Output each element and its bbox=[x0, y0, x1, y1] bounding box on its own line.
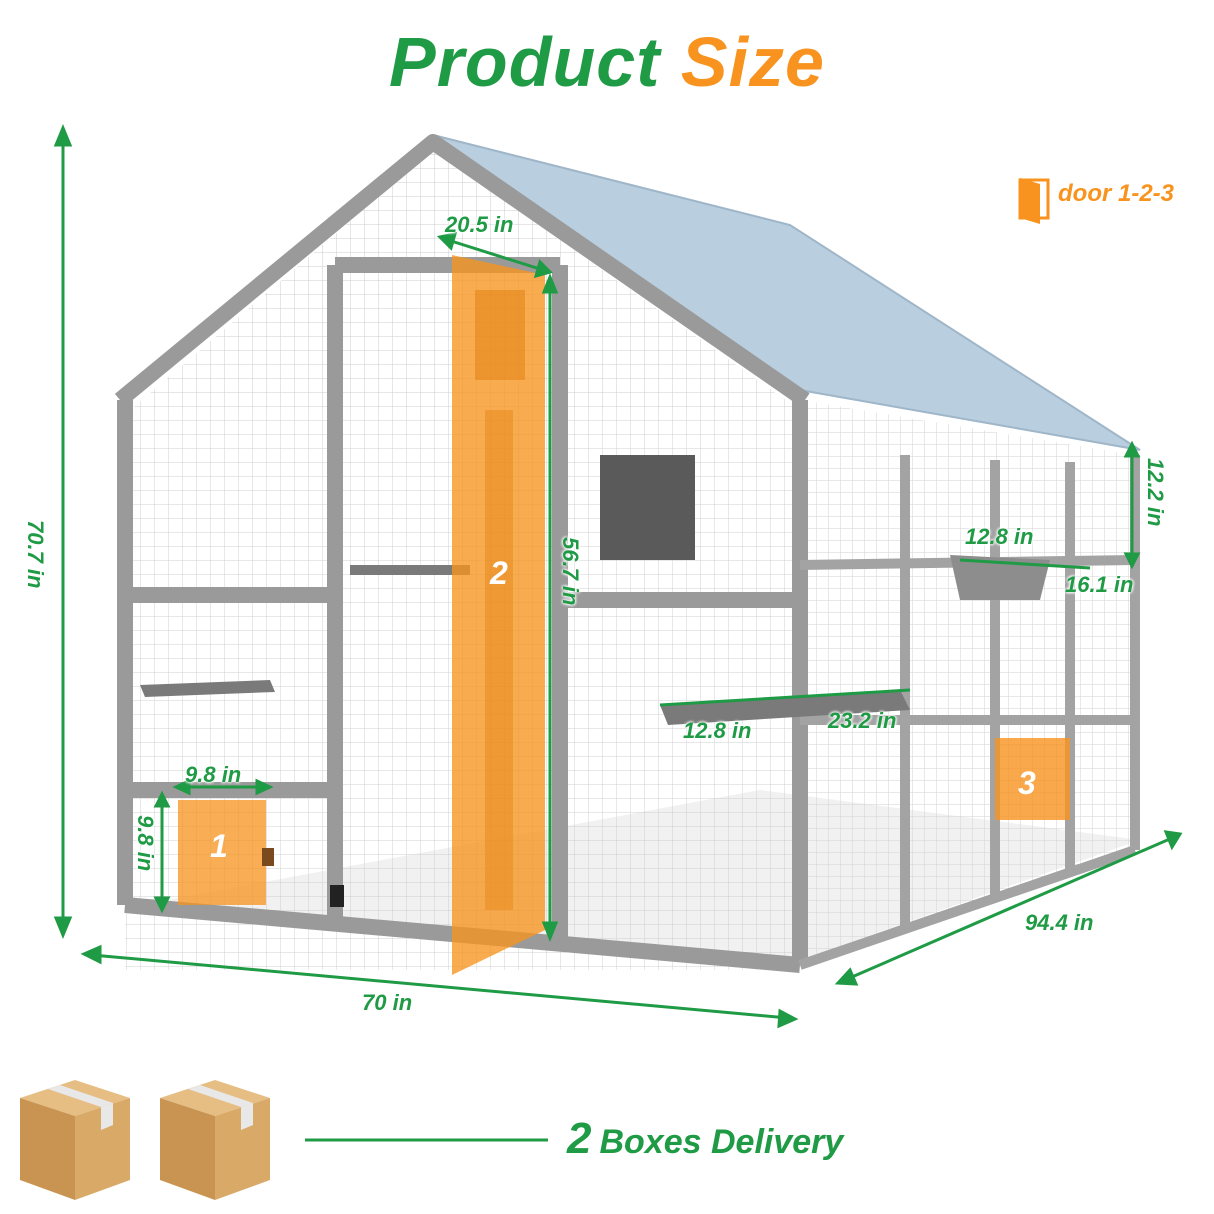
dim-platform-depth: 23.2 in bbox=[828, 708, 897, 733]
door-1 bbox=[178, 800, 266, 905]
door-legend-label: door 1-2-3 bbox=[1058, 180, 1175, 207]
dim-shelf-top-width: 12.8 in bbox=[965, 524, 1034, 549]
door-2-bar bbox=[485, 410, 513, 910]
delivery-count: 2 bbox=[567, 1114, 592, 1163]
dim-height-total: 70.7 in bbox=[23, 520, 48, 589]
side-wall-mesh bbox=[800, 400, 1135, 965]
door-2-pattern bbox=[475, 290, 525, 380]
door-icon bbox=[1018, 178, 1050, 224]
door-2 bbox=[452, 255, 545, 975]
dim-platform-width: 12.8 in bbox=[683, 718, 752, 743]
front-frame bbox=[114, 134, 810, 973]
dim-door2-width: 20.5 in bbox=[445, 212, 514, 237]
dim-door1-height: 9.8 in bbox=[133, 815, 158, 872]
dim-door1-width: 9.8 in bbox=[185, 762, 242, 787]
dim-shelf-side-height: 12.2 in bbox=[1143, 458, 1168, 527]
door-2-hinge bbox=[330, 885, 344, 907]
dim-depth-side: 94.4 in bbox=[1025, 910, 1094, 935]
door-2-number: 2 bbox=[490, 555, 508, 591]
dim-shelf-top-depth: 16.1 in bbox=[1065, 572, 1134, 597]
box-icon-2 bbox=[160, 1080, 270, 1200]
dim-width-front: 70 in bbox=[362, 990, 413, 1015]
door-3 bbox=[995, 738, 1070, 820]
dimension-lines bbox=[53, 124, 1183, 1142]
dim-door2-height: 56.7 in bbox=[558, 537, 583, 606]
door-1-number: 1 bbox=[210, 828, 228, 864]
door-1-latch bbox=[262, 848, 274, 866]
door-3-number: 3 bbox=[1018, 765, 1036, 801]
delivery-label: Boxes Delivery bbox=[599, 1123, 844, 1161]
title-word-size: Size bbox=[680, 23, 825, 101]
box-icon bbox=[20, 1080, 130, 1200]
title-word-product: Product bbox=[389, 23, 661, 101]
shelves bbox=[140, 455, 1050, 725]
page-title: Product Size bbox=[0, 22, 1214, 102]
